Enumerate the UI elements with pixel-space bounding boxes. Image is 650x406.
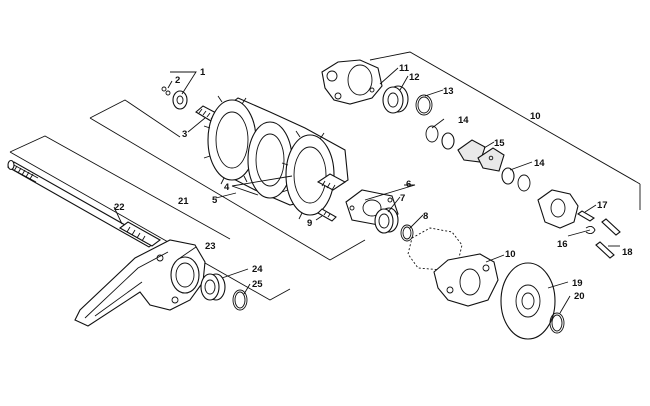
callout-4: 3 <box>182 129 187 140</box>
callout-13: 13 <box>443 86 454 97</box>
bushing-2-part <box>172 90 188 110</box>
callout-10-lower: 10 <box>505 249 516 260</box>
callout-19: 19 <box>572 278 583 289</box>
bolts-18-part <box>595 218 621 259</box>
bracket-lines <box>9 51 641 301</box>
callout-14-lower: 14 <box>534 158 545 169</box>
callout-7: 7 <box>400 193 405 204</box>
callout-3: 2 <box>175 75 180 86</box>
o-ring-11-part <box>369 87 375 93</box>
bolt-9-part <box>317 208 337 222</box>
callout-10-upper: 10 <box>530 111 541 122</box>
bearing-24-part <box>200 273 226 301</box>
callout-2: 1 <box>200 67 206 78</box>
caliper-housing-part <box>321 59 383 105</box>
ring-13-part <box>415 94 433 116</box>
clip-16-part <box>585 225 596 235</box>
pin-17-part <box>577 210 595 222</box>
callout-12: 12 <box>409 72 420 83</box>
caliper-half-part <box>537 189 579 229</box>
seals-14-part <box>425 125 531 192</box>
callout-23: 23 <box>205 241 216 252</box>
callout-labels: 1 2 3 4 5 6 7 8 9 10 10 11 12 13 14 14 1… <box>114 63 633 302</box>
callout-5: 4 <box>224 182 230 193</box>
callout-25: 25 <box>252 279 263 290</box>
brake-pads-15-part <box>457 139 505 172</box>
callout-8: 8 <box>423 211 428 222</box>
callout-1: 5 <box>212 195 218 206</box>
retaining-ring-25-part <box>232 289 248 311</box>
retaining-ring-20-part <box>549 312 565 334</box>
callout-20: 20 <box>574 291 585 302</box>
callout-14-upper: 14 <box>458 115 469 126</box>
callout-17: 17 <box>597 200 608 211</box>
retaining-ring-8-part <box>400 224 414 242</box>
bearing-12-part <box>382 85 409 114</box>
leader-lines <box>113 67 620 314</box>
brake-disc-19-part <box>500 262 556 340</box>
drive-sprocket-assembly-part <box>195 95 349 220</box>
callout-21: 21 <box>178 196 189 207</box>
callout-15: 15 <box>494 138 505 149</box>
chaincase-arm-part <box>74 239 206 327</box>
driveshaft-part <box>7 159 162 248</box>
lower-caliper-part <box>433 253 499 307</box>
callout-16: 16 <box>557 239 568 250</box>
callout-9: 9 <box>307 218 312 229</box>
callout-22: 22 <box>114 202 125 213</box>
callout-24: 24 <box>252 264 263 275</box>
callout-18: 18 <box>622 247 633 258</box>
callout-6: 6 <box>406 179 411 190</box>
callout-11: 11 <box>399 63 410 74</box>
bearing-7-part <box>374 207 399 234</box>
o-ring-3-part <box>161 86 171 96</box>
